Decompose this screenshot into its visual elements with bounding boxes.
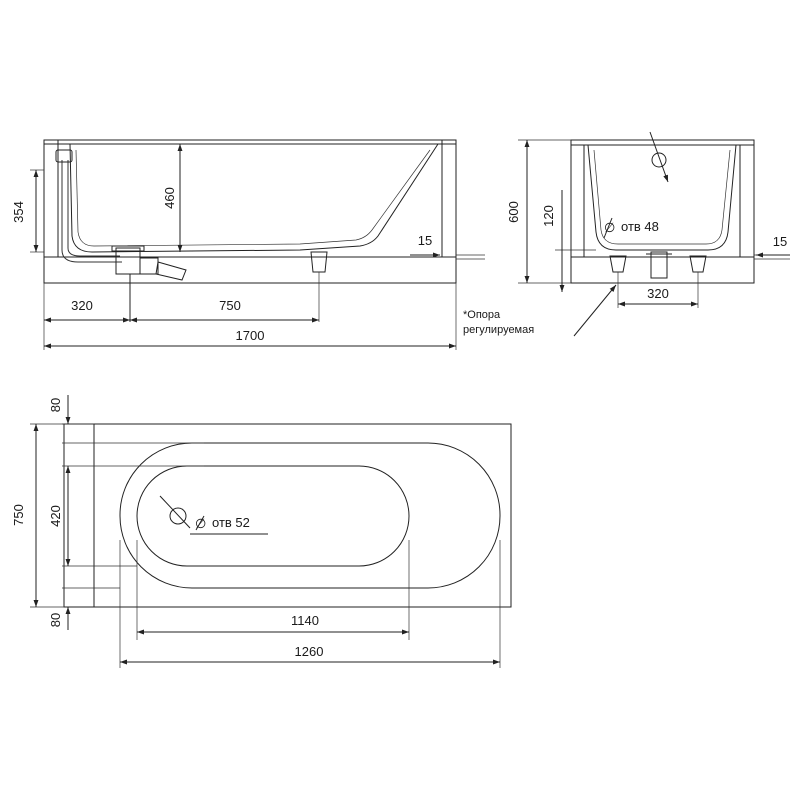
side-overflow-pipe-inner xyxy=(67,160,120,257)
plan-bottom-oval xyxy=(136,465,410,567)
plan-hole-diameter-symbol: ∅ xyxy=(195,516,206,531)
dim-80-top: 80 xyxy=(48,398,63,412)
plan-view: ∅ отв 52 80 750 420 80 1140 1260 xyxy=(11,395,512,668)
dim-354: 354 xyxy=(11,201,26,223)
dim-15-side: 15 xyxy=(418,233,432,248)
dim-600: 600 xyxy=(506,201,521,223)
dim-460: 460 xyxy=(162,187,177,209)
dim-1700: 1700 xyxy=(236,328,265,343)
end-tub-profile xyxy=(587,144,737,251)
end-leg-left xyxy=(609,255,627,273)
end-tub-profile-inner xyxy=(593,149,731,245)
dim-1260: 1260 xyxy=(295,644,324,659)
end-view: ∅ отв 48 600 120 15 320 *Опора регулируе… xyxy=(463,131,790,337)
end-hole-label: отв 48 xyxy=(621,219,659,234)
plan-drain-hole xyxy=(169,507,187,525)
support-note-line1: *Опора xyxy=(463,309,501,321)
dim-120: 120 xyxy=(541,205,556,227)
plan-outer-rect xyxy=(63,423,512,608)
dim-320-side: 320 xyxy=(71,298,93,313)
support-note-leader xyxy=(573,284,617,337)
end-drain xyxy=(650,251,668,279)
side-overflow-cap xyxy=(55,149,73,163)
side-tub-profile-inner xyxy=(75,149,431,247)
support-note-line2: регулируемая xyxy=(463,324,534,336)
dim-750-side: 750 xyxy=(219,298,241,313)
side-siphon xyxy=(139,257,159,275)
end-hole-diameter-symbol: ∅ xyxy=(604,220,615,235)
dim-750-plan: 750 xyxy=(11,504,26,526)
plan-rim-oval xyxy=(119,442,501,589)
side-overflow-pipe xyxy=(61,160,122,263)
end-overflow-hole xyxy=(651,152,667,168)
dim-1140: 1140 xyxy=(291,613,319,628)
side-drain-top xyxy=(111,245,145,252)
side-view: 354 460 15 320 750 1700 xyxy=(11,139,485,350)
dim-80-bottom: 80 xyxy=(48,613,63,627)
side-tub-profile xyxy=(69,143,439,253)
dim-15-end: 15 xyxy=(773,234,787,249)
end-leg-right xyxy=(689,255,707,273)
dim-420: 420 xyxy=(48,505,63,527)
side-outlet-pipe xyxy=(155,261,187,281)
end-panel-outline xyxy=(570,139,755,284)
side-panel-outline xyxy=(43,139,457,284)
side-support-leg xyxy=(310,251,328,273)
plan-hole-label: отв 52 xyxy=(212,515,250,530)
dim-320-end: 320 xyxy=(647,286,669,301)
